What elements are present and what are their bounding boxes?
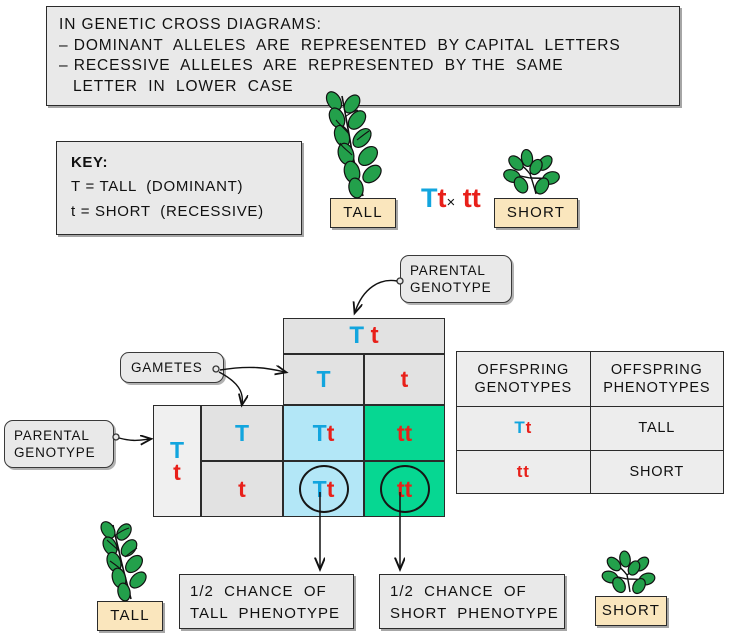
- left-gamete-2-allele: t: [238, 475, 246, 502]
- tall-chance-box: 1/2 CHANCE OF TALL PHENOTYPE: [179, 574, 354, 629]
- table-header-row: OFFSPRING GENOTYPES OFFSPRING PHENOTYPES: [456, 351, 724, 407]
- offspring-1-2-second-allele: t: [404, 419, 413, 446]
- cross-parent2-first-allele: t: [462, 183, 472, 213]
- row-1-genotype: Tt: [456, 406, 591, 451]
- tall-offspring-label: TALL: [97, 601, 163, 631]
- offspring-1-1-dominant-allele: T: [312, 419, 327, 446]
- cross-multiply-symbol: ×: [446, 194, 456, 211]
- short-chance-box: 1/2 CHANCE OF SHORT PHENOTYPE: [379, 574, 565, 629]
- header-offspring-phenotypes: OFFSPRING PHENOTYPES: [589, 351, 724, 407]
- short-plant-bottom-icon: [601, 550, 656, 595]
- top-gamete-1-allele: T: [316, 366, 331, 392]
- row-1-phenotype: TALL: [589, 406, 724, 451]
- short-offspring-label: SHORT: [595, 596, 667, 626]
- tall-parent-label: TALL: [330, 198, 396, 228]
- row-2-first-allele: t: [516, 461, 524, 481]
- offspring-1-1-recessive-allele: t: [326, 419, 335, 446]
- offspring-2-2-second-allele: t: [404, 475, 413, 502]
- row-2-second-allele: t: [523, 461, 530, 481]
- arrow-parental-top-to-square: [355, 277, 404, 312]
- offspring-2-2-first-allele: t: [396, 475, 405, 502]
- offspring-1-2-first-allele: t: [396, 419, 405, 446]
- header-offspring-genotypes: OFFSPRING GENOTYPES: [456, 351, 591, 407]
- row-2-genotype: tt: [456, 449, 591, 494]
- top-gamete-2-allele: t: [400, 366, 409, 392]
- cross-parent1-dominant-allele: T: [421, 183, 438, 213]
- punnett-left-parent-genotype: T t: [153, 405, 201, 517]
- left-gamete-1-allele: T: [234, 419, 250, 446]
- short-parent-label: SHORT: [494, 198, 578, 228]
- cross-parent2-second-allele: t: [471, 183, 481, 213]
- table-row: tt SHORT: [456, 449, 724, 494]
- rules-line-recessive: – RECESSIVE ALLELES ARE REPRESENTED BY T…: [59, 57, 564, 74]
- top-parent-dominant-allele: T: [349, 322, 364, 349]
- cross-parent1-recessive-allele: t: [437, 183, 447, 213]
- offspring-2-1-recessive-allele: t: [326, 475, 335, 502]
- key-dominant-line: T = TALL (DOMINANT): [71, 178, 244, 195]
- row-1-dominant-allele: T: [514, 418, 526, 438]
- punnett-offspring-cell-1-2: tt: [364, 405, 445, 461]
- punnett-offspring-cell-1-1: Tt: [283, 405, 364, 461]
- table-row: Tt TALL: [456, 406, 724, 451]
- callout-parental-genotype-top: PARENTAL GENOTYPE: [400, 255, 512, 303]
- offspring-summary-table: OFFSPRING GENOTYPES OFFSPRING PHENOTYPES…: [456, 351, 724, 494]
- punnett-left-gamete-2: t: [201, 461, 283, 517]
- tall-plant-bottom-icon: [100, 521, 147, 602]
- key-recessive-line: t = SHORT (RECESSIVE): [71, 203, 264, 220]
- offspring-2-1-dominant-allele: T: [312, 475, 327, 502]
- top-parent-recessive-allele: t: [370, 322, 379, 349]
- row-2-phenotype: SHORT: [589, 449, 724, 494]
- punnett-top-gamete-2: t: [364, 354, 445, 405]
- punnett-left-gamete-1: T: [201, 405, 283, 461]
- punnett-top-gamete-1: T: [283, 354, 364, 405]
- rules-line-title: IN GENETIC CROSS DIAGRAMS:: [59, 16, 322, 33]
- rules-line-recessive-cont: LETTER IN LOWER CASE: [73, 77, 294, 95]
- rules-line-dominant: – DOMINANT ALLELES ARE REPRESENTED BY CA…: [59, 36, 621, 54]
- parental-cross-notation: Tt× tt: [406, 152, 481, 214]
- left-parent-recessive-allele: t: [173, 459, 181, 485]
- key-box: KEY: T = TALL (DOMINANT) t = SHORT (RECE…: [56, 141, 302, 235]
- callout-gametes: GAMETES: [120, 352, 224, 383]
- short-plant-top-icon: [503, 148, 560, 195]
- row-1-recessive-allele: t: [525, 418, 533, 438]
- arrow-parental-left-to-square: [112, 433, 150, 440]
- punnett-top-parent-genotype: T t: [283, 318, 445, 354]
- left-parent-dominant-allele: T: [169, 437, 185, 463]
- key-title: KEY:: [71, 154, 109, 171]
- callout-parental-genotype-left: PARENTAL GENOTYPE: [4, 420, 114, 468]
- genetic-cross-rules-box: IN GENETIC CROSS DIAGRAMS: – DOMINANT AL…: [46, 6, 680, 106]
